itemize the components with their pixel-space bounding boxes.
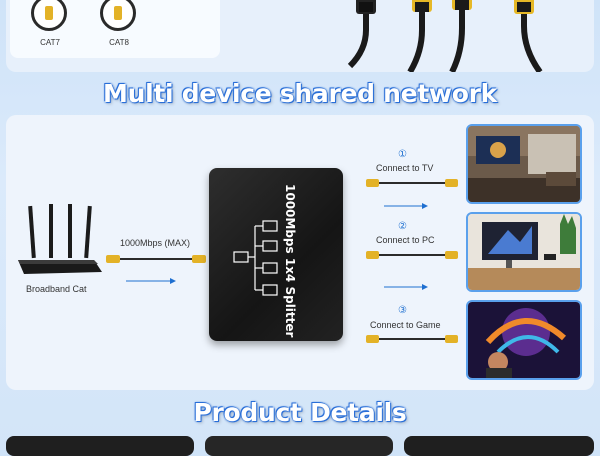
headline-network: Multi device shared network	[103, 79, 497, 108]
router-icon	[14, 204, 106, 285]
output-1-arrow-icon	[384, 197, 428, 215]
pc-scene-photo	[466, 212, 582, 292]
detail-tile-1	[6, 436, 194, 456]
detail-tile-2	[205, 436, 393, 456]
output-2-label: Connect to PC	[376, 235, 435, 245]
output-2-cable	[366, 248, 458, 266]
ethernet-plugs-photo	[330, 0, 594, 72]
router-label: Broadband Cat	[26, 284, 87, 294]
splitter-device: 1000Mbps 1x4 Splitter	[209, 168, 343, 341]
input-arrow-icon	[126, 272, 176, 290]
tv-scene-photo	[466, 124, 582, 204]
cat8-cable-coil-icon	[100, 0, 136, 31]
cat7-cable-coil-icon	[31, 0, 67, 31]
output-3-number: ③	[398, 305, 407, 316]
output-1-cable	[366, 176, 458, 194]
cat8-label: CAT8	[109, 38, 129, 47]
output-2-number: ②	[398, 221, 407, 232]
splitter-label: 1000Mbps 1x4 Splitter	[283, 184, 297, 338]
output-1-label: Connect to TV	[376, 163, 434, 173]
network-topology-icon	[233, 220, 278, 296]
game-scene-photo	[466, 300, 582, 380]
input-cable	[106, 252, 206, 271]
input-speed-label: 1000Mbps (MAX)	[120, 238, 191, 248]
output-2-arrow-icon	[384, 278, 428, 296]
output-3-cable	[366, 332, 458, 350]
output-3-label: Connect to Game	[370, 320, 441, 330]
headline-details: Product Details	[193, 398, 407, 427]
detail-tile-3	[404, 436, 594, 456]
output-1-number: ①	[398, 149, 407, 160]
cat7-label: CAT7	[40, 38, 60, 47]
